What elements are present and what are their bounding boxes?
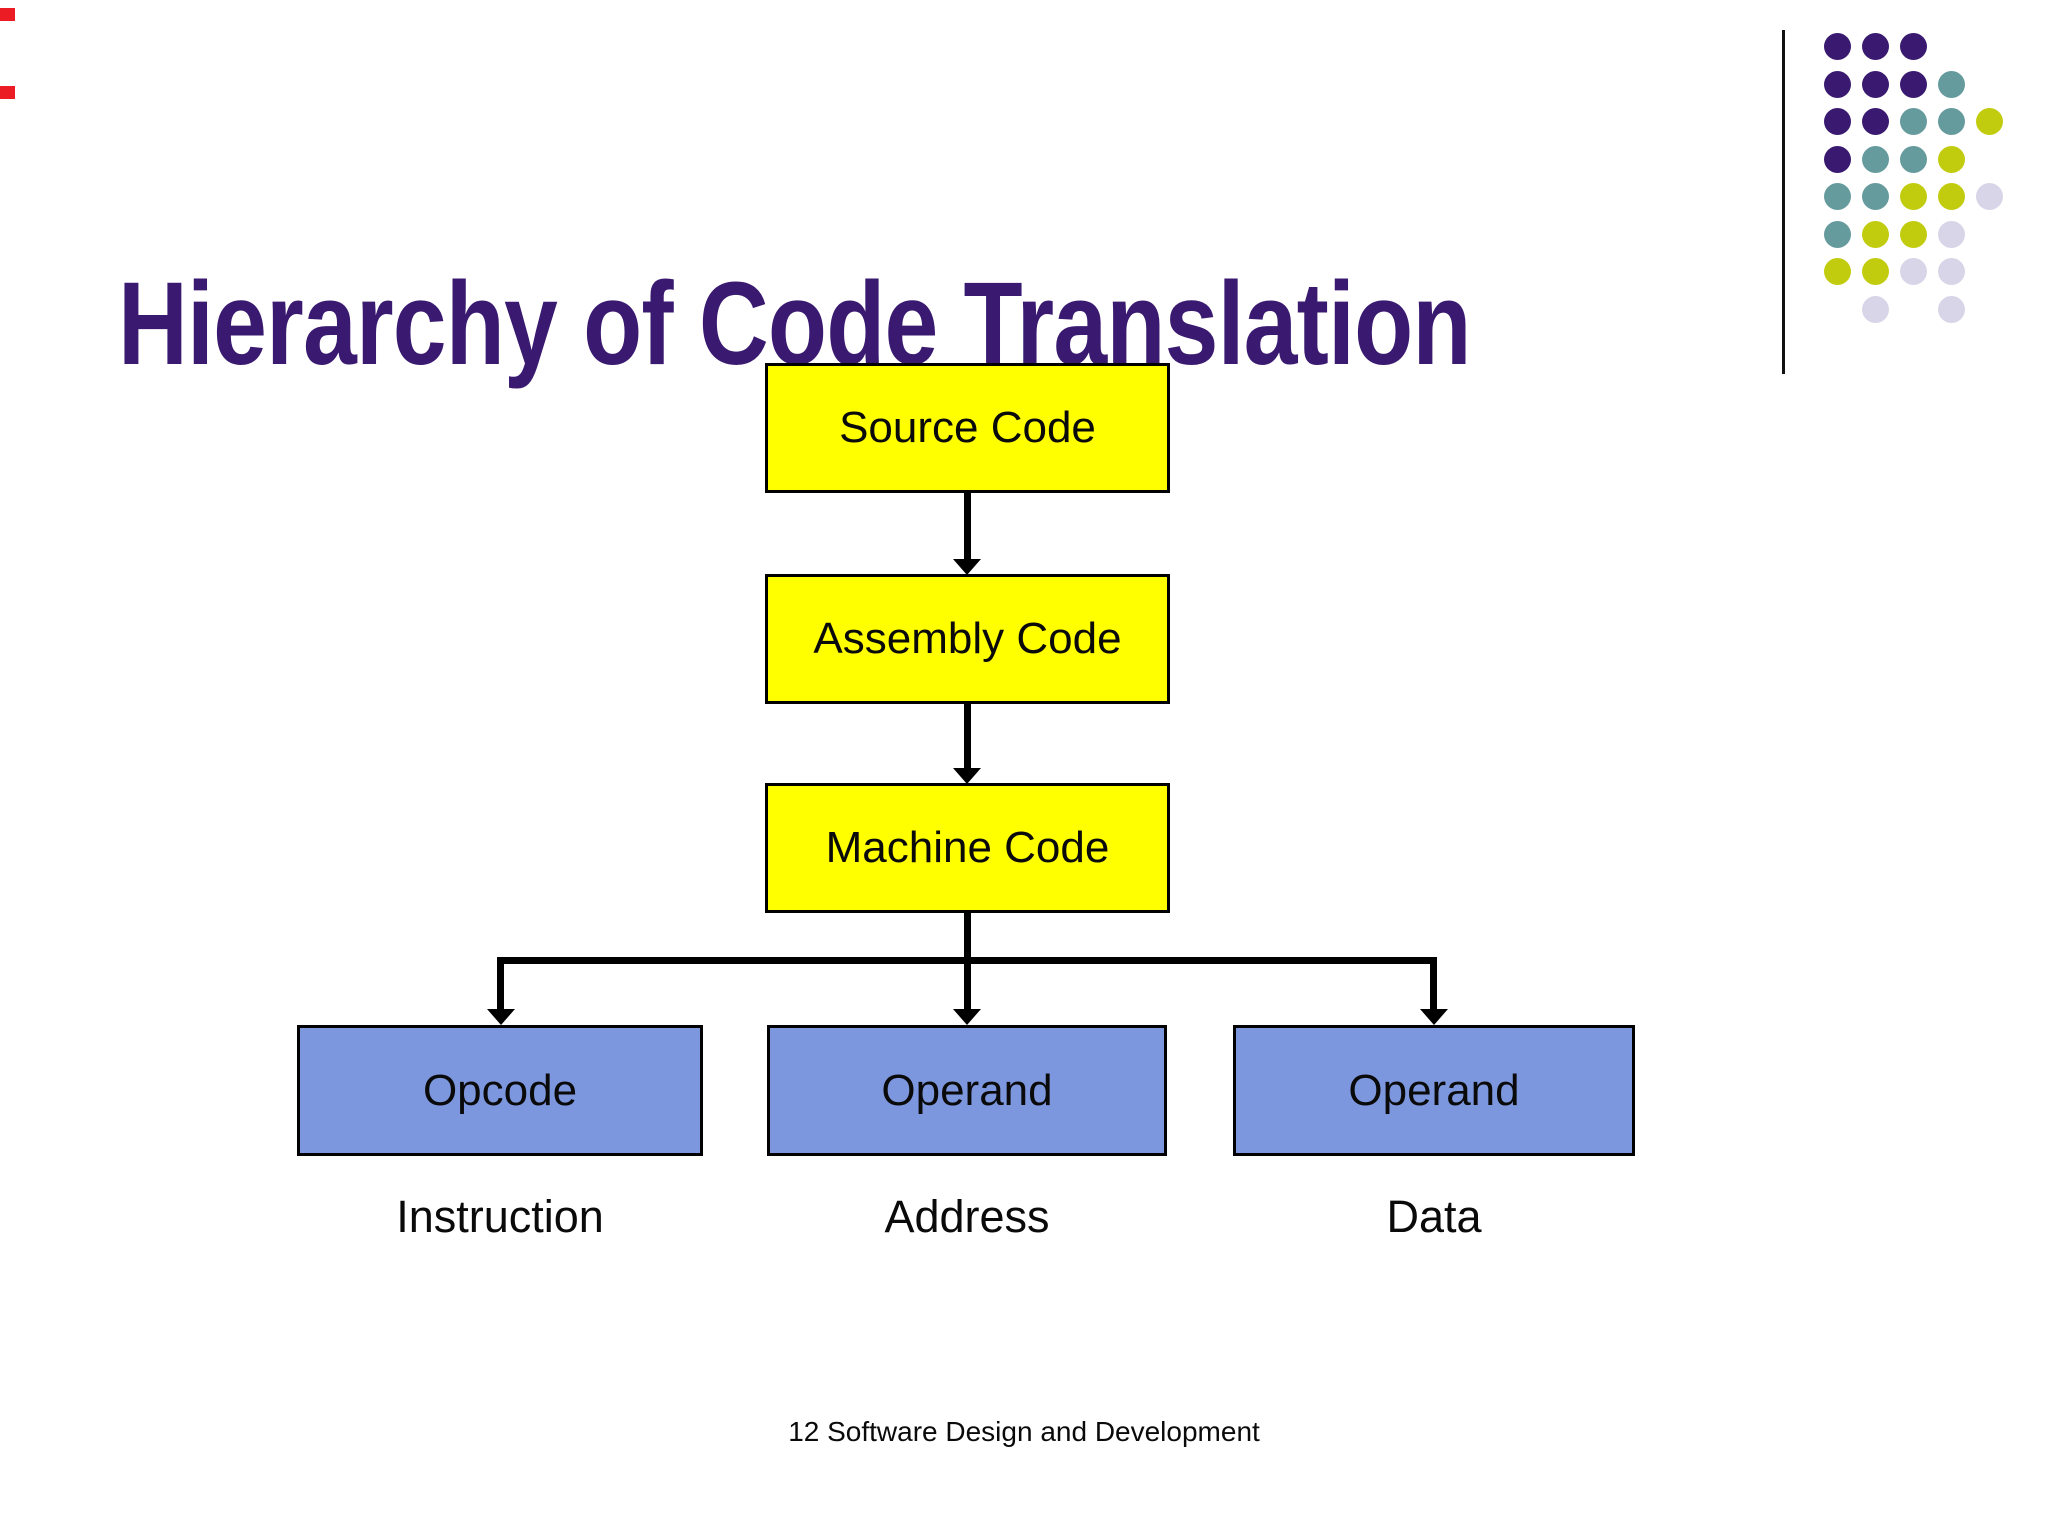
assembly-code-box: Assembly Code xyxy=(765,574,1170,704)
arrow-source-assembly-line xyxy=(964,493,971,560)
branch-line xyxy=(497,957,1437,964)
arrow-branch-opcode-line xyxy=(497,957,504,1011)
operand-data-label: Operand xyxy=(1348,1065,1520,1115)
red-edge-mark xyxy=(0,86,15,99)
purple-dot xyxy=(1824,145,1851,173)
arrow-source-assembly-head xyxy=(953,559,981,575)
olive-dot xyxy=(1900,220,1927,248)
purple-dot xyxy=(1824,33,1851,60)
teal-dot xyxy=(1900,145,1927,173)
olive-dot xyxy=(1938,145,1965,173)
purple-dot xyxy=(1824,70,1851,98)
lavender-dot xyxy=(1900,258,1927,285)
source-code-label: Source Code xyxy=(839,403,1096,452)
source-code-box: Source Code xyxy=(765,363,1170,493)
opcode-label: Opcode xyxy=(422,1065,578,1115)
teal-dot xyxy=(1824,183,1851,210)
teal-dot xyxy=(1900,108,1927,135)
operand-address-label: Operand xyxy=(881,1065,1053,1115)
lavender-dot xyxy=(1938,220,1965,248)
assembly-code-label: Assembly Code xyxy=(813,614,1122,663)
arrow-branch-operand-line xyxy=(1430,957,1437,1011)
opcode-box: Opcode xyxy=(297,1025,703,1156)
olive-dot xyxy=(1900,183,1927,210)
purple-dot xyxy=(1862,70,1889,98)
olive-dot xyxy=(1938,183,1965,210)
arrow-assembly-machine-line xyxy=(964,704,971,770)
lavender-dot xyxy=(1938,258,1965,285)
teal-dot xyxy=(1938,108,1965,135)
teal-dot xyxy=(1938,70,1965,98)
arrow-machine-operand-head xyxy=(953,1009,981,1025)
purple-dot xyxy=(1900,33,1927,60)
address-label: Address xyxy=(884,1191,1050,1242)
teal-dot xyxy=(1824,220,1851,248)
data-label: Data xyxy=(1386,1191,1482,1242)
purple-dot xyxy=(1862,33,1889,60)
operand-data-box: Operand xyxy=(1233,1025,1635,1156)
instruction-label: Instruction xyxy=(396,1191,604,1242)
arrow-branch-opcode-head xyxy=(487,1009,515,1025)
arrow-branch-operand-head xyxy=(1420,1009,1448,1025)
olive-dot xyxy=(1862,220,1889,248)
separator-line xyxy=(1782,30,1785,374)
lavender-dot xyxy=(1976,183,2003,210)
olive-dot xyxy=(1976,108,2003,135)
lavender-dot xyxy=(1938,295,1965,323)
arrow-assembly-machine-head xyxy=(953,768,981,784)
olive-dot xyxy=(1862,258,1889,285)
purple-dot xyxy=(1862,108,1889,135)
teal-dot xyxy=(1862,183,1889,210)
purple-dot xyxy=(1824,108,1851,135)
machine-code-label: Machine Code xyxy=(825,823,1110,872)
red-edge-mark xyxy=(0,8,15,21)
teal-dot xyxy=(1862,145,1889,173)
machine-code-box: Machine Code xyxy=(765,783,1170,913)
olive-dot xyxy=(1824,258,1851,285)
lavender-dot xyxy=(1862,295,1889,323)
operand-address-box: Operand xyxy=(767,1025,1167,1156)
purple-dot xyxy=(1900,70,1927,98)
footer-text: 12 Software Design and Development xyxy=(788,1416,1260,1447)
